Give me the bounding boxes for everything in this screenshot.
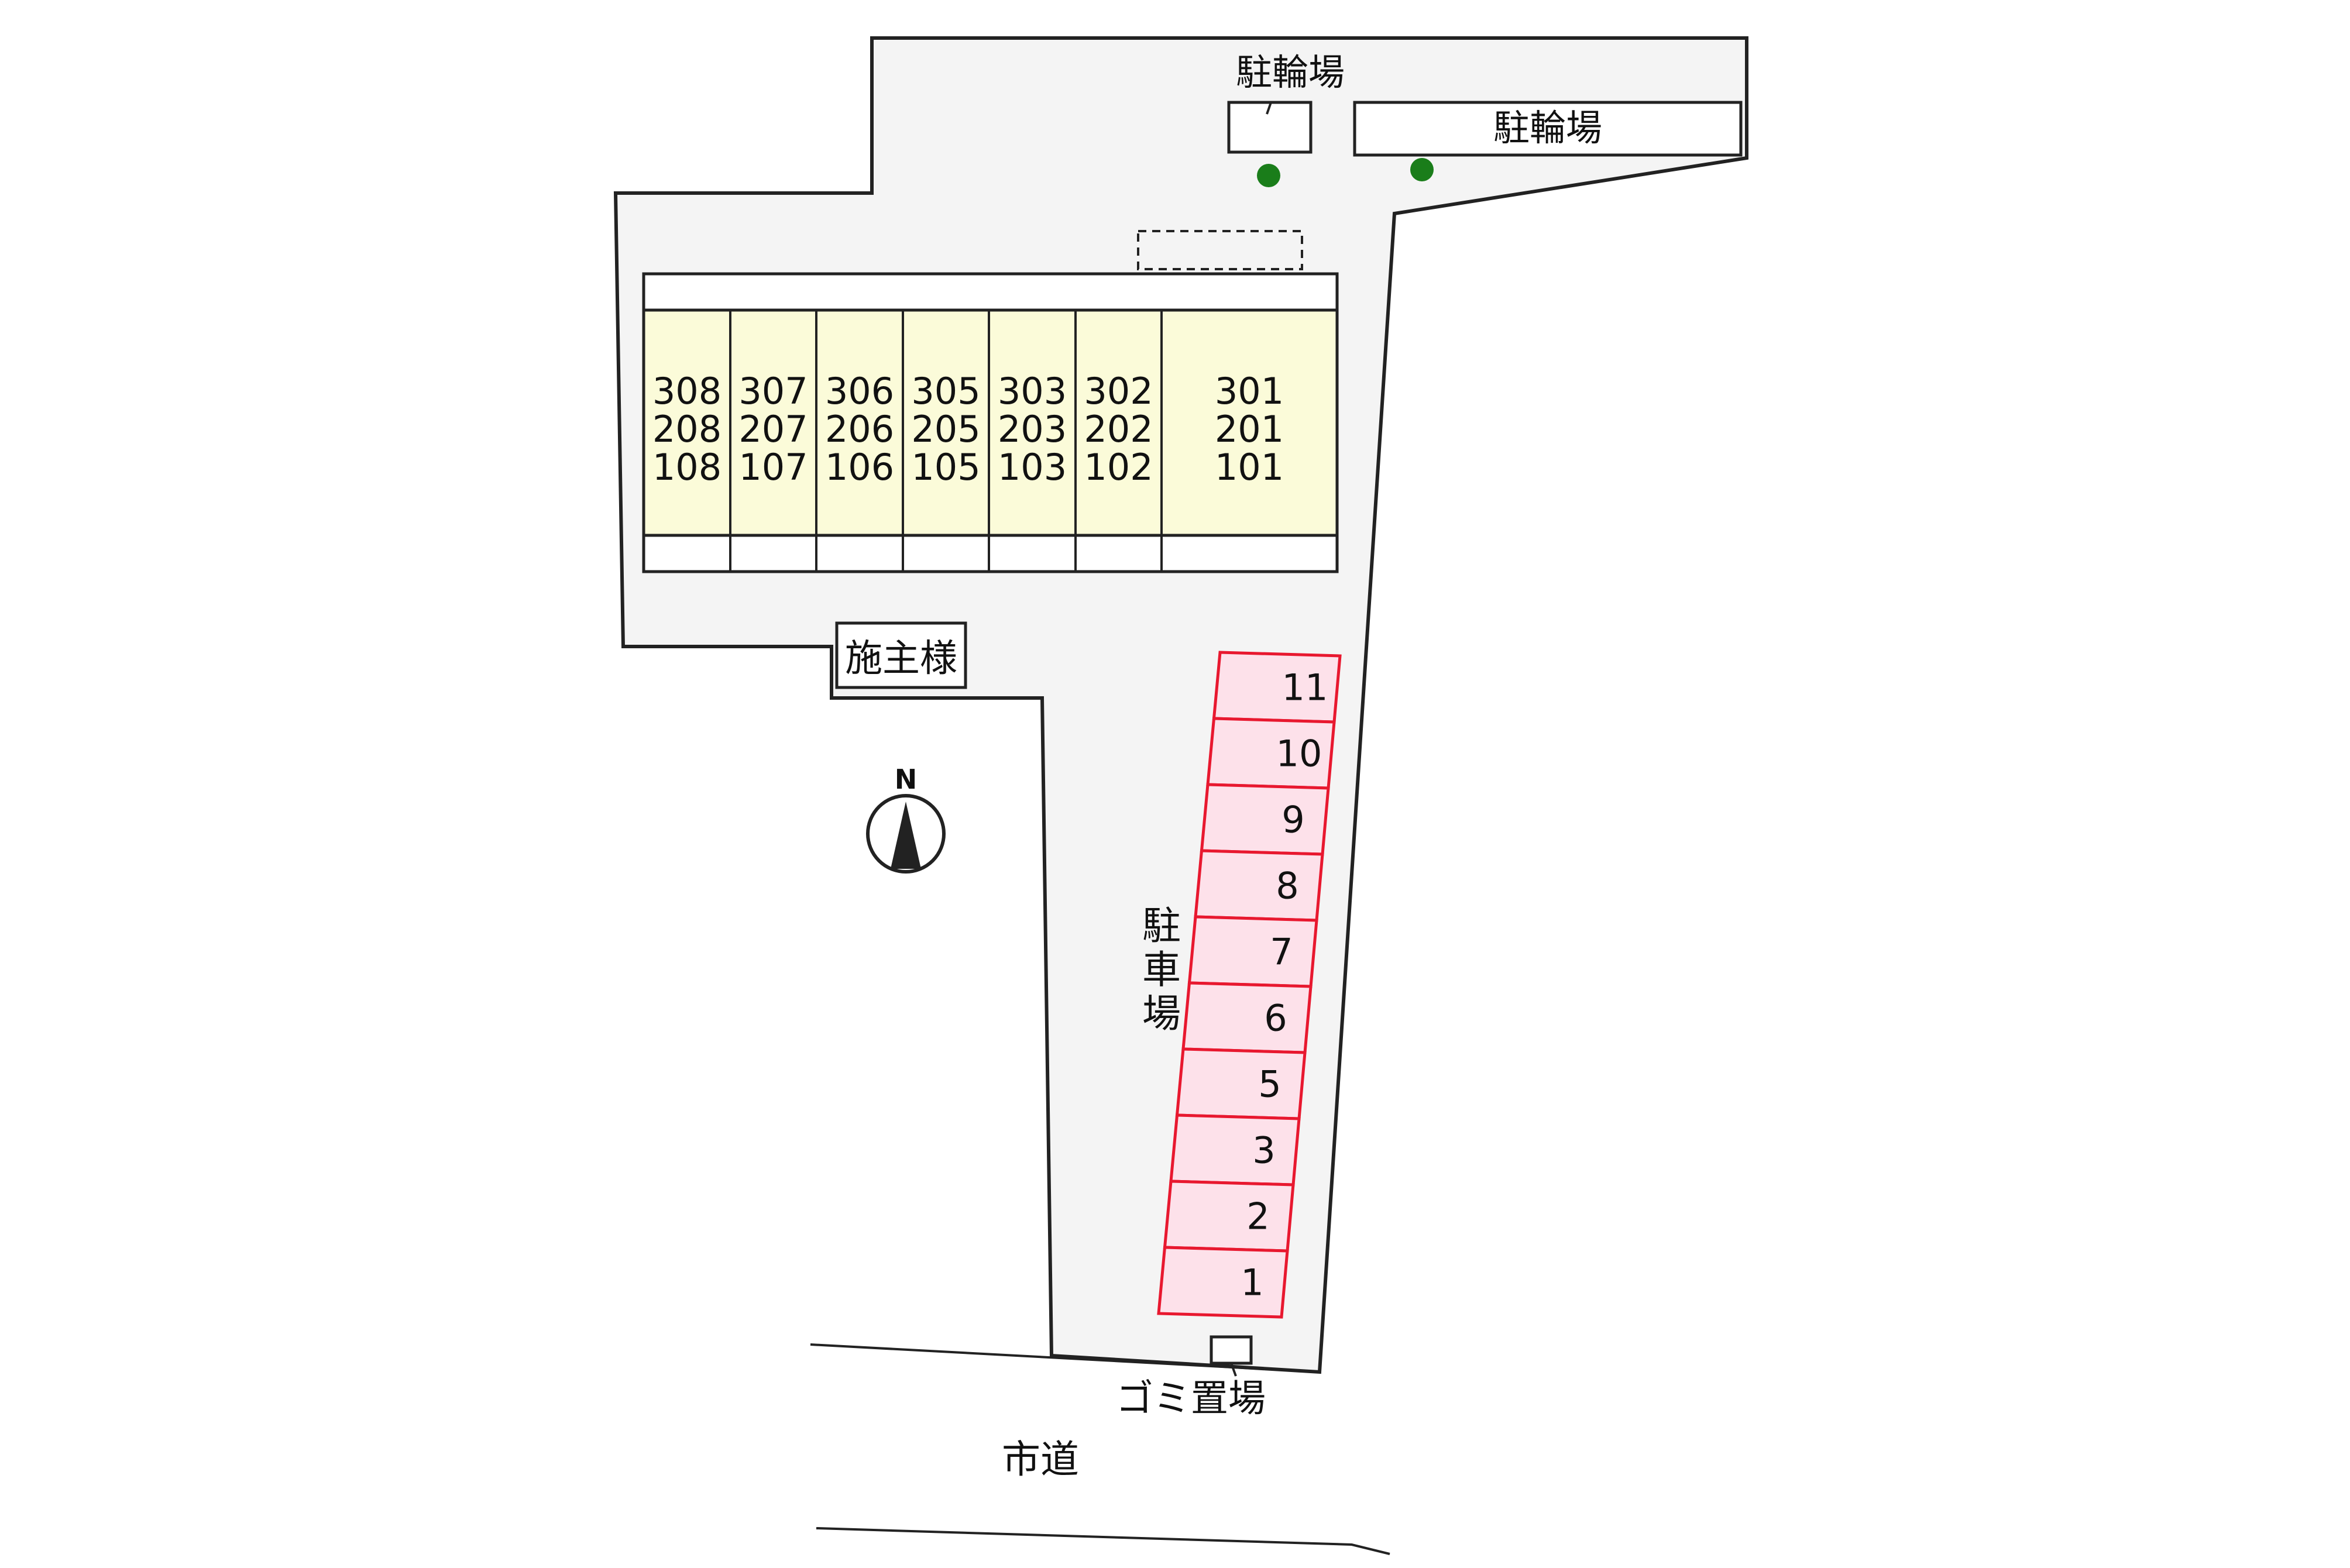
- unit-number: 206: [825, 408, 894, 451]
- unit-number: 107: [738, 446, 808, 489]
- city-road-label: 市道: [1002, 1437, 1079, 1482]
- unit-number: 207: [738, 408, 808, 451]
- bicycle-shed-large: [1353, 101, 1743, 157]
- building-body: [642, 308, 1339, 537]
- unit-dividers: [729, 310, 1163, 572]
- bicycle-parking-label-1: 駐輪場: [1236, 51, 1345, 94]
- unit-number: 303: [998, 370, 1067, 412]
- unit-number: 302: [1084, 370, 1153, 412]
- unit-number: 306: [825, 370, 894, 412]
- road-edge-south: [816, 1527, 1390, 1555]
- unit-number: 105: [911, 446, 980, 489]
- unit-number: 102: [1084, 446, 1153, 489]
- parking-space-number: 9: [1281, 799, 1304, 841]
- parking-space: [1187, 915, 1318, 988]
- unit-number: 308: [652, 370, 722, 412]
- parking-space-number: 5: [1258, 1063, 1281, 1106]
- garbage-box: [1210, 1335, 1253, 1365]
- unit-labels: 3082081083072071073062061063052051053032…: [652, 370, 1284, 489]
- parking-space-number: 11: [1282, 666, 1328, 709]
- owner-house-label: 施主様: [845, 637, 957, 680]
- parking-lot-label-2: 車: [1142, 947, 1181, 992]
- parking-space: [1181, 981, 1313, 1054]
- unit-number: 305: [911, 370, 980, 412]
- unit-number: 202: [1084, 408, 1153, 451]
- unit-number: 101: [1215, 446, 1284, 489]
- parking-space: [1169, 1113, 1301, 1187]
- unit-number: 203: [998, 408, 1067, 451]
- north-arrow-icon: N: [866, 764, 946, 874]
- unit-number: 201: [1215, 408, 1284, 451]
- parking-space-number: 6: [1264, 997, 1287, 1040]
- north-label: N: [895, 764, 918, 795]
- unit-number: 301: [1215, 370, 1284, 412]
- unit-number: 106: [825, 446, 894, 489]
- parking-space-number: 1: [1241, 1261, 1263, 1304]
- parking-space: [1157, 1246, 1289, 1319]
- parking-space: [1163, 1180, 1295, 1253]
- tree-icon: [1410, 158, 1434, 181]
- owner-house-box: [835, 621, 967, 689]
- parking-space-number: 2: [1246, 1195, 1269, 1238]
- parking-space-number: 7: [1270, 931, 1293, 974]
- bicycle-shed-small: [1227, 101, 1313, 154]
- parking-space: [1194, 849, 1324, 922]
- tree-icon: [1257, 164, 1280, 187]
- unit-number: 108: [652, 446, 722, 489]
- bicycle-parking-label-2: 駐輪場: [1493, 106, 1602, 149]
- garbage-label: ゴミ置場: [1116, 1377, 1266, 1421]
- building-corridor-bottom: [642, 534, 1339, 573]
- parking-lot-label-1: 駐: [1142, 903, 1181, 948]
- parking-lot-label-3: 場: [1142, 991, 1181, 1036]
- unit-number: 307: [738, 370, 808, 412]
- garbage-leader: [1230, 1363, 1237, 1377]
- parking-space: [1175, 1047, 1307, 1120]
- dashed-area: [1137, 230, 1303, 270]
- road-edge-north: [810, 1343, 1320, 1373]
- parking-space-number: 3: [1252, 1129, 1275, 1172]
- parking-spaces: 11 10 9 8 7 6 5 3 2 1: [1157, 651, 1342, 1319]
- building-corridor-top: [642, 272, 1339, 312]
- parking-space-number: 8: [1276, 865, 1298, 907]
- unit-number: 103: [998, 446, 1067, 489]
- unit-number: 208: [652, 408, 722, 451]
- parking-space: [1200, 783, 1330, 856]
- bicycle-shed-small-mark: [1266, 102, 1272, 115]
- parking-space-number: 10: [1276, 733, 1322, 775]
- unit-number: 205: [911, 408, 980, 451]
